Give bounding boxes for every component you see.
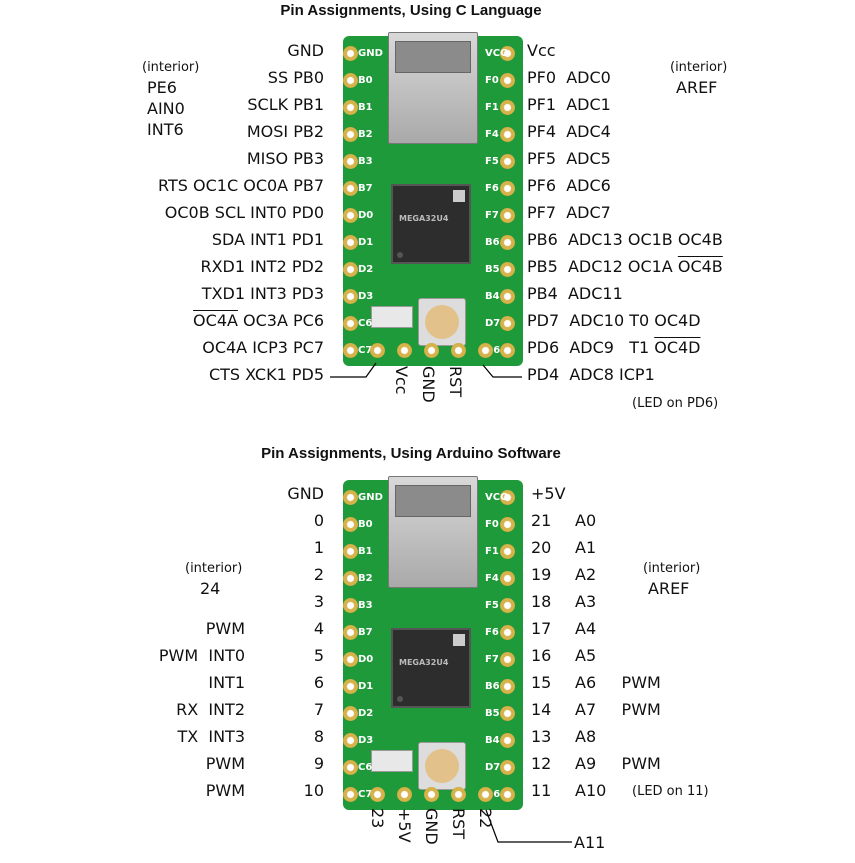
top-right-row12: PD4 ADC8 ICP1 (527, 365, 655, 385)
top-bottom-rst: RST (446, 366, 465, 397)
top-interior-left-2: AIN0 (147, 99, 185, 119)
top-left-row11: OC4A ICP3 PC7 (202, 338, 324, 358)
bottom-pin-22: 22 (476, 808, 495, 828)
top-led-note: (LED on PD6) (632, 396, 718, 411)
bottom-interior-left-head: (interior) (185, 561, 242, 576)
top-bottom-gnd: GND (419, 366, 438, 403)
bottom-a11: A11 (574, 833, 605, 853)
bottom-interior-right: AREF (648, 579, 689, 599)
bottom-pin-5v: +5V (395, 808, 414, 843)
top-right-row9: PB4 ADC11 (527, 284, 623, 304)
top-bottom-vcc: Vcc (392, 366, 411, 395)
top-right-row8: PB5 ADC12 OC1A OC4B (527, 257, 723, 277)
top-interior-left-1: PE6 (147, 78, 177, 98)
top-interior-left-3: INT6 (147, 120, 184, 140)
bottom-pin-rst: RST (449, 808, 468, 839)
top-right-row10: PD7 ADC10 T0 OC4D (527, 311, 701, 331)
top-interior-left-head: (interior) (142, 60, 199, 75)
bottom-interior-left: 24 (200, 579, 220, 599)
bottom-pin-gnd: GND (422, 808, 441, 845)
top-interior-right-head: (interior) (670, 60, 727, 75)
top-left-row10: OC4A OC3A PC6 (193, 311, 324, 331)
top-right-row11: PD6 ADC9 T1 OC4D (527, 338, 701, 358)
top-interior-right: AREF (676, 78, 717, 98)
top-left-row12: CTS XCK1 PD5 (209, 365, 324, 385)
bottom-interior-right-head: (interior) (643, 561, 700, 576)
bottom-pin-23: 23 (368, 808, 387, 828)
bottom-led-note: (LED on 11) (632, 784, 709, 799)
